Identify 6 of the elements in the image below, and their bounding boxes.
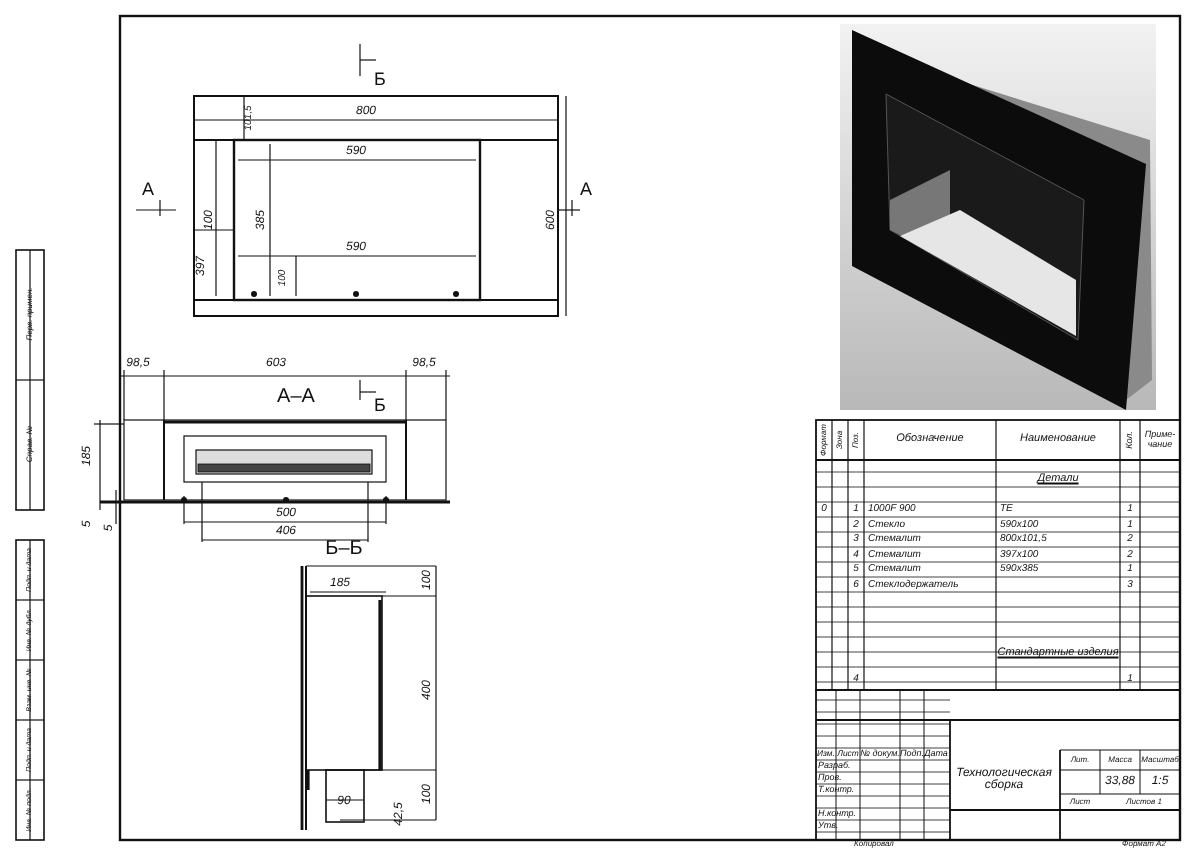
section-title: А–А xyxy=(277,388,315,408)
section-mark: Б xyxy=(374,71,386,89)
section-mark: А xyxy=(142,181,154,199)
section-mark: Б xyxy=(374,397,386,415)
section-title: Б–Б xyxy=(325,540,363,560)
section-mark: А xyxy=(580,181,592,199)
